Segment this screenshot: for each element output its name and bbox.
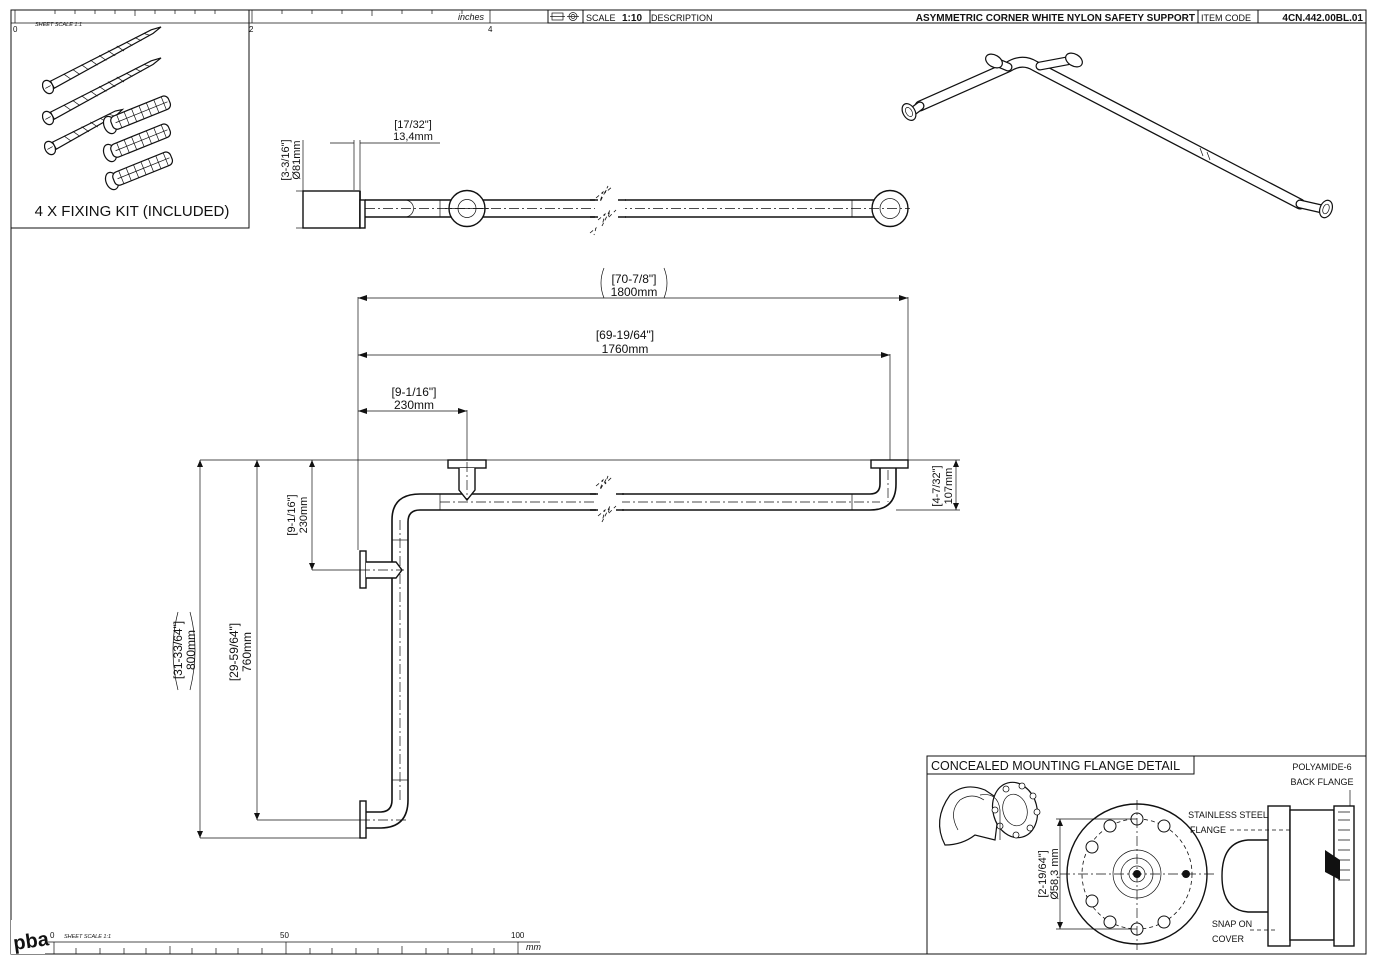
bottom-ruler-tick-100: 100 [511, 931, 525, 940]
dim-corner-mm: 230mm [298, 497, 310, 534]
pba-logo: pba [11, 920, 51, 955]
side-dim-diameter-in: [3-3/16"] [280, 139, 292, 180]
top-ruler-sheet-scale: SHEET SCALE 1:1 [35, 22, 82, 28]
bottom-ruler-sheet-scale: SHEET SCALE 1:1 [64, 934, 111, 940]
top-ruler: 0 2 4 SHEET SCALE 1:1 inches [11, 10, 548, 34]
item-code-label: ITEM CODE [1201, 13, 1251, 23]
scale-label: SCALE [586, 13, 616, 23]
label-steel-2: FLANGE [1190, 825, 1226, 835]
side-dim-flange-depth-mm: 13,4mm [393, 131, 433, 143]
title-block: SCALE 1:10 DESCRIPTION ASYMMETRIC CORNER… [547, 9, 1367, 24]
dim-depth-mm: 107mm [943, 468, 955, 505]
dim-overall-mm: 1800mm [611, 285, 658, 299]
item-code-value: 4CN.442.00BL.01 [1282, 13, 1363, 24]
projection-symbol-icon [550, 12, 579, 21]
dim-vert-centres-mm: 760mm [240, 632, 254, 672]
label-back-flange-1: POLYAMIDE-6 [1292, 762, 1351, 772]
dim-overall-in: [70-7/8"] [612, 272, 657, 286]
fixing-kit-caption: 4 X FIXING KIT (INCLUDED) [35, 203, 230, 220]
dim-vert-overall-in: [31-33/64"] [171, 621, 185, 679]
label-steel-1: STAINLESS STEEL [1188, 810, 1268, 820]
bottom-ruler-unit-label: mm [526, 942, 541, 952]
dim-offset-mm: 230mm [394, 398, 434, 412]
description-label: DESCRIPTION [651, 13, 713, 23]
detail-title: CONCEALED MOUNTING FLANGE DETAIL [931, 759, 1180, 773]
detail-dim-mm: Ø58,3 mm [1049, 848, 1061, 899]
bottom-ruler: 0 50 100 SHEET SCALE 1:1 mm [48, 931, 541, 954]
side-view: [17/32"] 13,4mm [3-3/16"] Ø81mm [280, 119, 910, 236]
top-ruler-tick-2: 2 [249, 25, 254, 34]
dim-corner-in: [9-1/16"] [286, 494, 298, 535]
flange-perspective-icon [939, 781, 1041, 846]
dim-depth-in: [4-7/32"] [931, 465, 943, 506]
flange-section-view [1221, 790, 1355, 947]
dim-centres-mm: 1760mm [602, 342, 649, 356]
scale-value: 1:10 [622, 13, 642, 24]
bottom-ruler-tick-0: 0 [50, 931, 55, 940]
dim-vert-centres-in: [29-59/64"] [227, 623, 241, 681]
side-dim-diameter-mm: Ø81mm [291, 140, 303, 179]
dim-offset-in: [9-1/16"] [392, 385, 437, 399]
wall-plug-icon [102, 95, 174, 191]
label-back-flange-2: BACK FLANGE [1290, 777, 1353, 787]
isometric-view [901, 52, 1334, 219]
description-value: ASYMMETRIC CORNER WHITE NYLON SAFETY SUP… [916, 13, 1195, 24]
top-ruler-tick-0: 0 [13, 25, 18, 34]
plan-view: [70-7/8"] 1800mm [69-19/64"] 1760mm [9-1… [171, 267, 960, 839]
detail-dim-in: [2-19/64"] [1037, 850, 1049, 897]
flange-detail-panel: CONCEALED MOUNTING FLANGE DETAIL [926, 755, 1367, 955]
fixing-kit-panel: 4 X FIXING KIT (INCLUDED) [10, 9, 250, 229]
side-dim-flange-depth-in: [17/32"] [394, 119, 432, 131]
label-cover-1: SNAP ON [1212, 919, 1252, 929]
dim-vert-overall-mm: 800mm [184, 630, 198, 670]
logo-text: pba [12, 928, 51, 955]
dim-centres-in: [69-19/64"] [596, 328, 654, 342]
label-cover-2: COVER [1212, 934, 1245, 944]
top-ruler-tick-4: 4 [488, 25, 493, 34]
top-ruler-unit-label: inches [458, 12, 485, 22]
bottom-ruler-tick-50: 50 [280, 931, 289, 940]
flange-front-view: [2-19/64"] Ø58,3 mm [1037, 800, 1214, 950]
